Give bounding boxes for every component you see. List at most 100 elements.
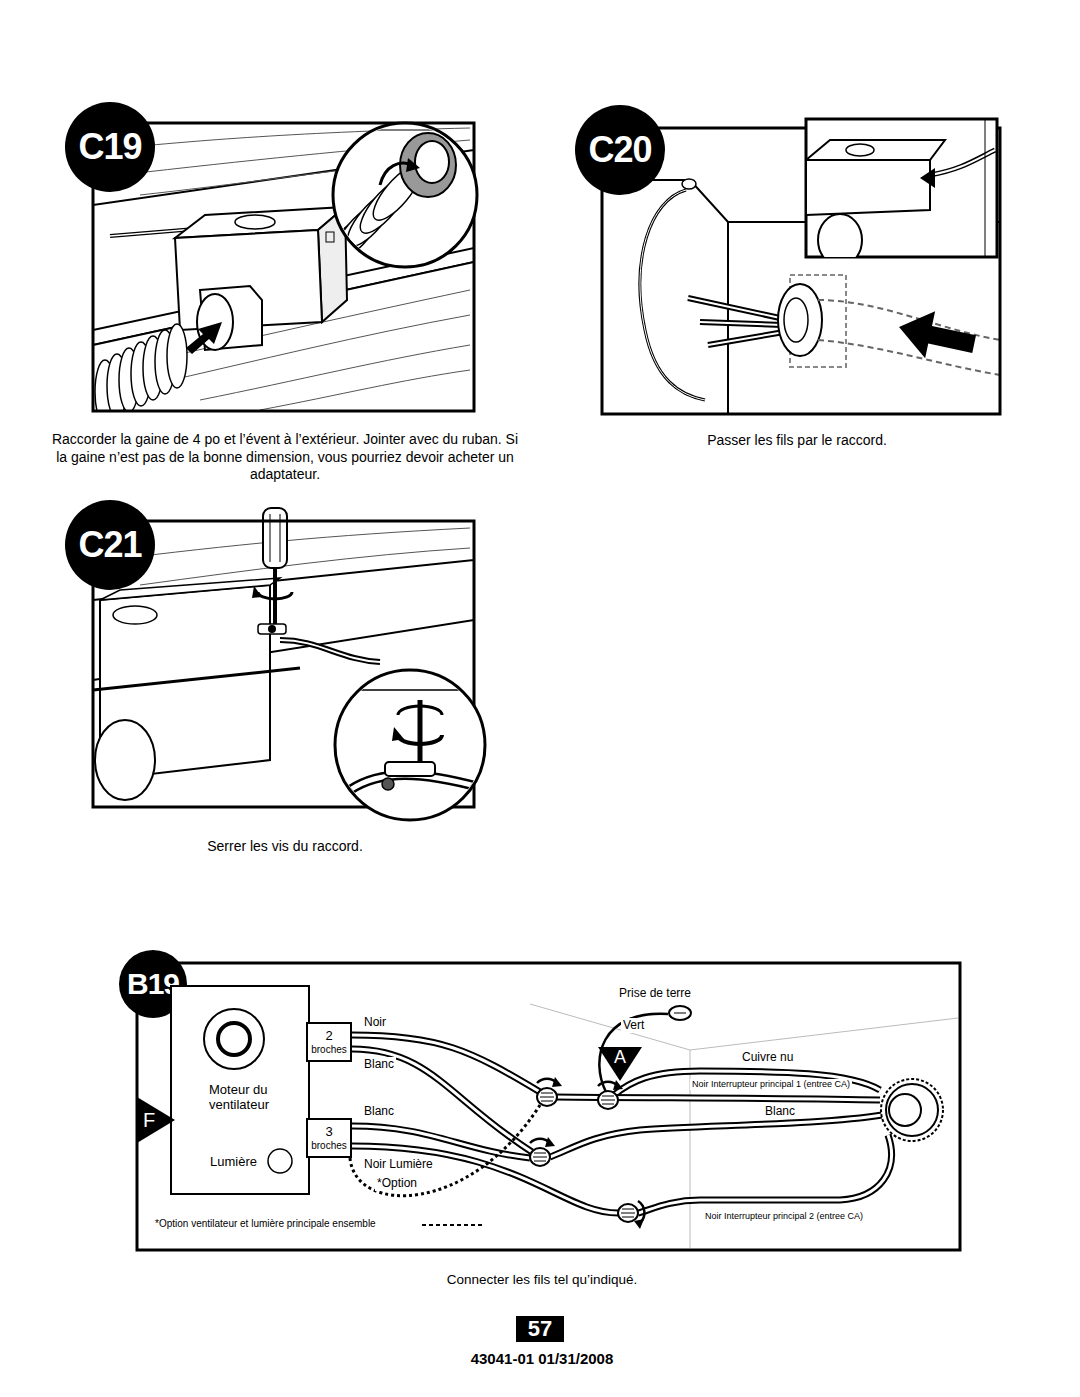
clamp-screw-illustration bbox=[113, 606, 157, 624]
clamp-screw-illustration bbox=[252, 586, 262, 598]
option-dashed-leader bbox=[422, 1224, 485, 1226]
node-text: 2 bbox=[325, 1029, 332, 1043]
cable-fitting bbox=[886, 1084, 938, 1136]
badge-circle bbox=[65, 500, 155, 590]
marker-triangle-shape bbox=[137, 1097, 175, 1143]
cable-wire bbox=[638, 1135, 891, 1213]
wire-feed-illustration bbox=[818, 300, 1000, 375]
wire-nut bbox=[540, 1093, 554, 1101]
wire-feed-illustration bbox=[784, 298, 808, 342]
wire-feed-illustration bbox=[806, 119, 995, 257]
step-badge: C19 bbox=[64, 101, 156, 193]
wire-nut bbox=[530, 1148, 550, 1166]
motor-icon bbox=[204, 1009, 264, 1069]
wire-label: Noir Interrupteur principal 1 (entree CA… bbox=[690, 1079, 852, 1090]
caption-text: Serrer les vis du raccord. bbox=[133, 838, 437, 856]
wire-feed-illustration bbox=[640, 190, 705, 400]
light-icon bbox=[268, 1149, 292, 1173]
node-text: broches bbox=[311, 1140, 347, 1151]
cable-wire bbox=[550, 1115, 882, 1157]
wire-label: Noir Lumière bbox=[362, 1157, 435, 1172]
wire-label: Vert bbox=[621, 1018, 646, 1033]
wire-nut bbox=[613, 1080, 623, 1090]
clamp-screw-illustration bbox=[110, 528, 470, 585]
clamp-screw-illustration bbox=[382, 778, 394, 790]
wire-nut bbox=[537, 1077, 562, 1106]
wire-nut bbox=[618, 1201, 644, 1229]
clamp-screw-illustration bbox=[392, 727, 404, 741]
duct-connection-illustration bbox=[326, 232, 334, 242]
duct-connection-illustration bbox=[235, 215, 275, 229]
wire-label: Blanc bbox=[362, 1104, 396, 1119]
wire-nut bbox=[598, 1080, 623, 1109]
wire-feed-illustration bbox=[682, 179, 696, 189]
node-text: C19 bbox=[78, 129, 141, 165]
clamp-screw-illustration bbox=[95, 720, 155, 800]
page-number: 57 bbox=[516, 1316, 564, 1342]
wire-label: Prise de terre bbox=[617, 986, 693, 1001]
node-text: C20 bbox=[588, 132, 651, 168]
duct-connection-illustration bbox=[95, 324, 187, 411]
wire-nut bbox=[530, 1006, 691, 1229]
node-text: broches bbox=[311, 1044, 347, 1055]
clamp-screw-illustration bbox=[398, 735, 442, 744]
wiring-diagram bbox=[137, 963, 960, 1250]
wire-label: Noir bbox=[362, 1015, 388, 1030]
duct-connection-illustration bbox=[333, 123, 477, 267]
wire-feed-illustration bbox=[846, 144, 874, 156]
wire-feed-illustration bbox=[688, 298, 784, 345]
clamp-screw-illustration bbox=[258, 624, 286, 634]
caption-text: 43041-01 01/31/2008 bbox=[390, 1350, 694, 1369]
cable-wire bbox=[614, 1071, 880, 1095]
wiring-diagram bbox=[137, 963, 960, 1250]
cable-wire bbox=[550, 1115, 882, 1157]
clamp-screw-illustration bbox=[335, 689, 490, 691]
motor-box: Moteur du ventilateurLumière bbox=[170, 985, 310, 1195]
wire-nut bbox=[669, 1006, 691, 1020]
wire-label: Blanc bbox=[362, 1057, 396, 1072]
step-badge: C20 bbox=[574, 104, 666, 196]
cable-fitting bbox=[889, 1094, 921, 1126]
wire-nut bbox=[530, 1137, 555, 1166]
duct-connection-illustration bbox=[93, 123, 480, 424]
wire-feed-illustration bbox=[806, 140, 945, 160]
marker-triangle: A bbox=[598, 1047, 642, 1081]
clamp-screw-illustration bbox=[350, 775, 490, 790]
wire-label: *Option bbox=[375, 1176, 419, 1191]
wire-label: Blanc bbox=[763, 1104, 797, 1119]
wire-label: Cuivre nu bbox=[740, 1050, 795, 1065]
wire-nut bbox=[552, 1077, 562, 1087]
motor-icon bbox=[218, 1023, 250, 1055]
clamp-screw-illustration bbox=[268, 625, 276, 633]
wire-nut bbox=[598, 1091, 618, 1109]
step-badge: C21 bbox=[64, 499, 156, 591]
node-text: F bbox=[143, 1110, 155, 1130]
cable-fitting bbox=[881, 1079, 943, 1141]
wire-nut bbox=[601, 1096, 615, 1104]
duct-connection-illustration bbox=[406, 158, 420, 172]
triangle bbox=[598, 1047, 642, 1081]
caption-text: Raccorder la gaine de 4 po et l’évent à … bbox=[48, 431, 522, 484]
node-text: 3 bbox=[325, 1125, 332, 1139]
wire-nut bbox=[533, 1153, 547, 1161]
marker-triangle: F bbox=[137, 1097, 175, 1143]
wire-feed-illustration bbox=[640, 190, 705, 400]
node-text: Lumière bbox=[210, 1155, 257, 1170]
clamp-screw-illustration bbox=[93, 668, 300, 690]
connector-box: 2broches bbox=[306, 1022, 353, 1062]
duct-connection-illustration bbox=[167, 324, 187, 388]
cable-fitting bbox=[881, 1079, 943, 1141]
badge-circle bbox=[575, 105, 665, 195]
clamp-screw-illustration bbox=[350, 775, 490, 790]
node-text: 57 bbox=[528, 1318, 552, 1340]
caption-text: Passer les fils par le raccord. bbox=[645, 432, 949, 450]
wire-feed-illustration bbox=[602, 128, 1000, 414]
cable-wire bbox=[352, 1146, 618, 1213]
wire-feed-illustration bbox=[920, 168, 935, 188]
clamp-screw-illustration bbox=[418, 700, 423, 762]
cable-wire bbox=[352, 1146, 618, 1213]
wire-nut bbox=[618, 1204, 638, 1222]
wire-feed-illustration bbox=[778, 284, 822, 356]
wire-nut bbox=[674, 1013, 686, 1014]
